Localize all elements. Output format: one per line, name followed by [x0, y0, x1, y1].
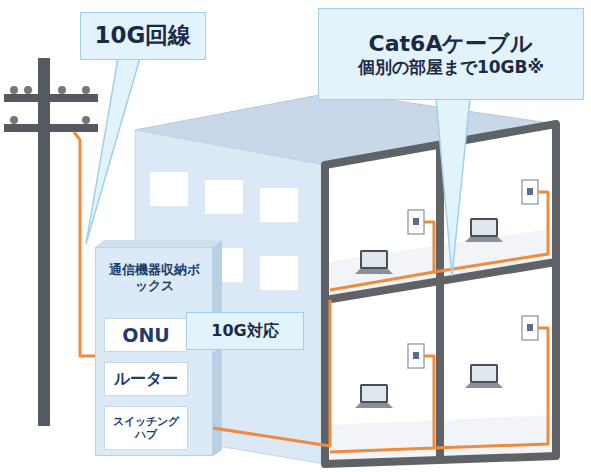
window: [260, 188, 298, 222]
insulator: [10, 116, 18, 124]
laptop-base: [465, 383, 503, 388]
node-label: 10G対応: [211, 321, 278, 340]
window: [205, 180, 243, 214]
fiber-line: [74, 132, 95, 356]
laptop-screen: [360, 384, 388, 403]
device-box: スイッチングハブ: [104, 406, 188, 450]
device-box: ルーター: [104, 362, 188, 396]
node-label: ルーター: [114, 369, 178, 388]
callout-box: 10G回線: [80, 12, 206, 60]
wall-outlet: [408, 344, 424, 368]
laptop-screen: [360, 250, 388, 269]
node-label: 個別の部屋まで10GB※: [358, 57, 544, 77]
outlet-port: [413, 218, 419, 225]
window: [260, 256, 298, 290]
callout-pointer: [436, 98, 470, 276]
cable: [330, 356, 434, 452]
wall-outlet: [522, 316, 538, 340]
callout-box: Cat6Aケーブル個別の部屋まで10GB※: [318, 8, 584, 100]
building-frame: [325, 124, 556, 464]
cable: [330, 222, 434, 290]
insulator: [24, 86, 32, 94]
insulator: [10, 86, 18, 94]
laptop-display: [472, 366, 496, 381]
box-heading: 通信機器収納ボックス: [106, 262, 202, 293]
node-label: ONU: [122, 324, 169, 347]
rooms-interior: [325, 124, 556, 464]
outlet-port: [527, 188, 533, 195]
node-label: 10G回線: [95, 22, 192, 50]
device-box: ONU: [104, 318, 188, 352]
callout-pointer: [86, 58, 140, 244]
insulator: [58, 86, 66, 94]
laptop-base: [355, 269, 393, 274]
window: [150, 172, 188, 206]
outlet-port: [527, 324, 533, 331]
insulator: [82, 116, 90, 124]
laptop-display: [362, 386, 386, 401]
node-label: スイッチングハブ: [111, 415, 181, 441]
laptop-base: [355, 403, 393, 408]
callout-box: 10G対応: [186, 312, 304, 350]
equipment-box: 通信機器収納ボックス ONU ルータースイッチングハブ: [95, 247, 213, 456]
crossarm: [4, 94, 98, 102]
pole: [38, 58, 50, 426]
wall-outlet: [522, 180, 538, 204]
cable: [434, 328, 548, 448]
box-top: [95, 240, 222, 247]
laptop-screen: [470, 218, 498, 237]
crossarm: [4, 124, 98, 132]
laptop-display: [362, 252, 386, 267]
wall-outlet: [408, 210, 424, 234]
laptop-display: [472, 220, 496, 235]
insulator: [82, 86, 90, 94]
laptop-screen: [470, 364, 498, 383]
laptop-base: [465, 237, 503, 242]
node-label: Cat6Aケーブル: [369, 31, 534, 57]
room-wall: [436, 146, 444, 460]
outlet-port: [413, 352, 419, 359]
